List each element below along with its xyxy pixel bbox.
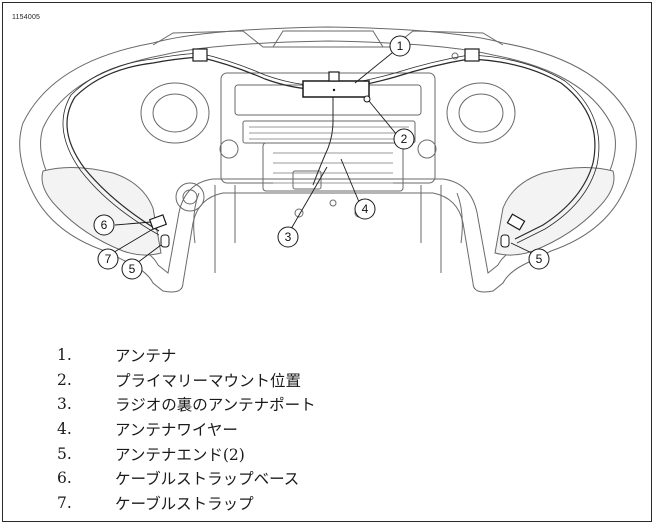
left-upper-clip (192, 48, 208, 62)
left-cable-strap-base (148, 214, 168, 230)
radio-body (262, 142, 404, 192)
legend-text: ケーブルストラップベース (115, 470, 300, 489)
figure-frame: 1154005 (2, 2, 652, 522)
legend-text: プライマリーマウント位置 (115, 371, 302, 390)
callout-5-left: 5 (129, 262, 136, 276)
legend-item: 1. アンテナ (57, 343, 316, 368)
callout-1: 1 (397, 39, 404, 53)
primary-mount-bolt (363, 95, 371, 103)
left-antenna-end (160, 234, 170, 248)
legend-number: 5. (57, 444, 72, 463)
callout-6-circle (93, 214, 115, 236)
callout-4: 4 (362, 202, 369, 216)
callout-3-circle (277, 226, 299, 248)
legend-number: 2. (57, 370, 72, 389)
legend-text: ケーブルストラップ (115, 494, 254, 513)
callout-7: 7 (105, 252, 112, 266)
callout-4-circle (354, 198, 376, 220)
right-upper-clip (464, 48, 480, 62)
fairing-antenna-illustration: 1 2 3 4 5 5 6 7 (19, 26, 637, 293)
legend-item: 5. アンテナエンド(2) (57, 441, 316, 466)
callout-5a-circle (121, 258, 143, 280)
legend-text: アンテナワイヤー (115, 421, 238, 440)
right-cable-strap-base (506, 213, 526, 231)
right-speaker-housing (446, 82, 516, 144)
callout-3: 3 (285, 230, 292, 244)
callout-2: 2 (401, 132, 408, 146)
legend-number: 7. (57, 493, 72, 512)
antenna (302, 80, 370, 98)
legend-number: 1. (57, 346, 72, 365)
legend-item: 3. ラジオの裏のアンテナポート (57, 392, 316, 417)
callout-2-circle (393, 128, 415, 150)
windshield-mount (152, 30, 504, 48)
right-lower-panel (494, 166, 615, 256)
legend-item: 4. アンテナワイヤー (57, 417, 316, 442)
callout-7-circle (97, 248, 119, 270)
legend-item: 6. ケーブルストラップベース (57, 466, 316, 491)
legend-text: アンテナ (115, 347, 177, 366)
callout-5b-circle (528, 248, 550, 270)
fairing-outer-shell (19, 26, 637, 293)
antenna-mount-tab (328, 71, 340, 82)
legend-text: ラジオの裏のアンテナポート (115, 396, 316, 415)
callout-5-right: 5 (536, 252, 543, 266)
parts-legend: 1. アンテナ 2. プライマリーマウント位置 3. ラジオの裏のアンテナポート… (57, 343, 316, 515)
legend-number: 6. (57, 469, 72, 488)
legend-number: 3. (57, 395, 72, 414)
left-lower-panel (41, 166, 162, 256)
figure-id: 1154005 (12, 14, 41, 21)
legend-number: 4. (57, 420, 72, 439)
left-speaker-housing (140, 82, 210, 144)
callout-6: 6 (101, 218, 108, 232)
right-antenna-end (500, 234, 510, 248)
legend-item: 2. プライマリーマウント位置 (57, 368, 316, 393)
legend-text: アンテナエンド(2) (115, 445, 245, 464)
callout-1-circle (389, 35, 411, 57)
legend-item: 7. ケーブルストラップ (57, 491, 316, 516)
